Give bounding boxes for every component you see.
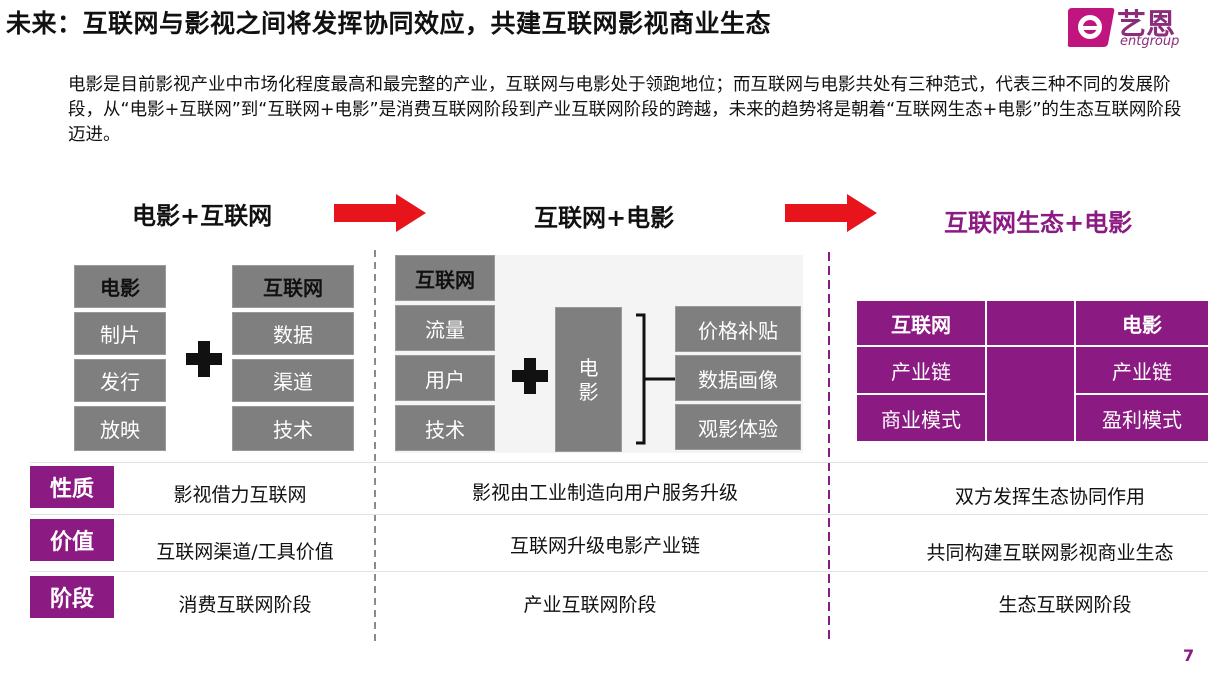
film-benefit-box: 观影体验 [675,404,801,450]
stage-heading-2: 互联网+电影 [534,204,675,232]
film-benefit-box: 价格补贴 [675,306,801,352]
internet-item-box: 用户 [395,355,495,401]
stage-stage3-cell: 生态互联网阶段 [998,594,1132,616]
row-label-value: 价值 [30,519,114,561]
page-title: 未来：互联网与影视之间将发挥协同效应，共建互联网影视商业生态 [6,9,772,38]
entgroup-logo: 艺恩 entgroup [1066,2,1206,54]
film-item-box: 发行 [74,359,166,402]
internet-item-box: 产业链 [857,347,985,393]
stage-stage2-cell: 产业互联网阶段 [523,594,657,616]
row-label-stage: 阶段 [30,576,114,618]
stage-heading-1: 电影+互联网 [132,202,273,230]
film-core-box: 电 影 [555,307,622,452]
film-header-box: 电影 [1076,301,1208,345]
value-stage3-cell: 共同构建互联网影视商业生态 [926,542,1174,564]
internet-header-box: 互联网 [232,265,354,308]
right-arrow-icon [334,194,426,232]
value-stage1-cell: 互联网渠道/工具价值 [156,541,334,563]
internet-item-box: 商业模式 [857,395,985,441]
logo-english-text: entgroup [1120,34,1180,49]
internet-item-box: 渠道 [232,359,354,402]
ecosystem-center-box [987,347,1074,441]
nature-stage3-cell: 双方发挥生态协同作用 [954,486,1145,508]
nature-stage2-cell: 影视由工业制造向用户服务升级 [471,482,738,504]
stage-divider [374,250,376,642]
internet-header-box: 互联网 [857,301,985,345]
film-item-box: 制片 [74,312,166,355]
film-benefit-box: 数据画像 [675,355,801,401]
stage-divider [828,252,830,642]
row-divider [30,571,1208,572]
film-item-box: 放映 [74,406,166,451]
bracket-connector-icon [636,313,676,445]
plus-icon [512,358,548,394]
intro-paragraph: 电影是目前影视产业中市场化程度最高和最完整的产业，互联网与电影处于领跑地位；而互… [68,75,1182,145]
ecosystem-center-box [987,301,1074,345]
row-divider [30,514,1208,515]
stage-stage1-cell: 消费互联网阶段 [178,594,312,616]
stage-heading-3: 互联网生态+电影 [944,209,1133,237]
film-item-box: 盈利模式 [1076,395,1208,441]
internet-item-box: 数据 [232,312,354,355]
nature-stage1-cell: 影视借力互联网 [173,484,307,506]
film-header-box: 电影 [74,265,166,308]
plus-icon [186,341,222,377]
internet-item-box: 技术 [395,405,495,451]
logo-e-icon [1067,8,1115,47]
film-item-box: 产业链 [1076,347,1208,393]
internet-header-box: 互联网 [395,255,495,301]
internet-item-box: 流量 [395,305,495,351]
right-arrow-icon [785,194,877,232]
value-stage2-cell: 互联网升级电影产业链 [509,535,700,557]
row-divider [30,462,1208,463]
row-label-nature: 性质 [30,466,114,508]
logo-chinese-text: 艺恩 [1117,7,1176,41]
page-number: 7 [1183,646,1195,665]
internet-item-box: 技术 [232,406,354,451]
